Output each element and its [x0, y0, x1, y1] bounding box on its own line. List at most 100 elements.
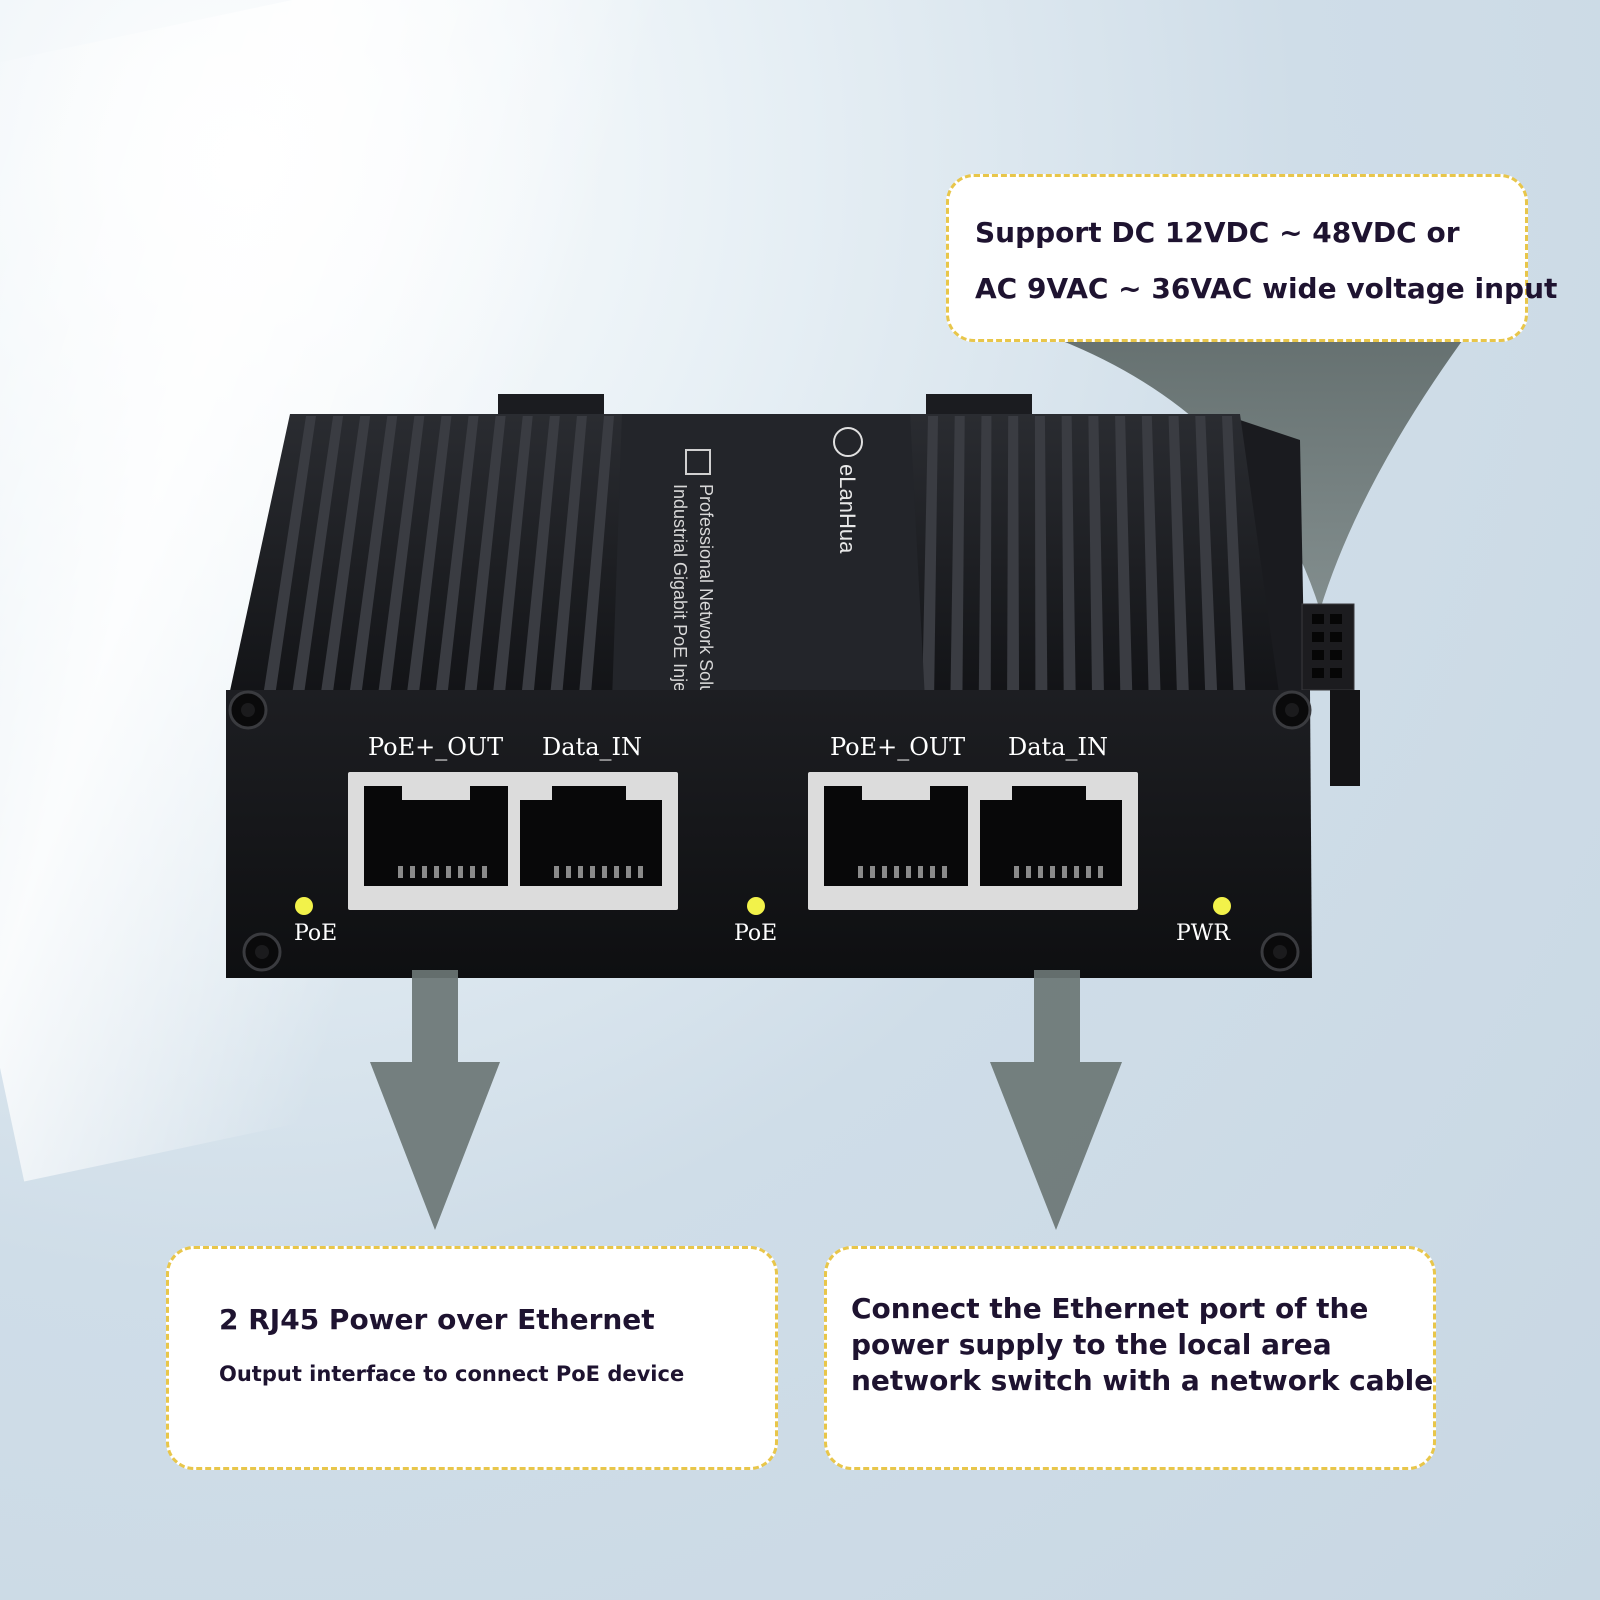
heatsink-fin: [1115, 416, 1133, 698]
heatsink-fin: [406, 416, 452, 698]
heatsink-fin: [1222, 416, 1246, 698]
port-label: Data_IN: [542, 733, 642, 761]
rj45-pin: [942, 866, 947, 878]
heatsink-fin: [377, 416, 425, 698]
heatsink-fin: [978, 416, 992, 698]
device-label-group: Professional Network Solution Industrial…: [670, 449, 716, 724]
brand-group: eLanHua: [833, 427, 863, 554]
poe-callout-subtitle: Output interface to connect PoE device: [219, 1362, 685, 1386]
pwr-led-indicator: [1213, 897, 1231, 915]
led-label: PoE: [294, 921, 337, 946]
rj45-port[interactable]: [980, 786, 1122, 886]
heatsink-fin: [1007, 416, 1020, 698]
rj45-pin: [578, 866, 583, 878]
screw-icon: [1260, 932, 1300, 972]
rj45-pin: [1098, 866, 1103, 878]
heatsink-fin: [922, 416, 938, 698]
lan-callout-line1: Connect the Ethernet port of the: [851, 1292, 1369, 1325]
rj45-pin: [882, 866, 887, 878]
rj45-pin: [554, 866, 559, 878]
rj45-pin: [906, 866, 911, 878]
power-terminal-block: [1301, 603, 1360, 786]
poe-output-callout: 2 RJ45 Power over Ethernet Output interf…: [166, 1246, 778, 1470]
rj45-port-group-left: [348, 772, 678, 910]
device-title-line1: Professional Network Solution: [696, 484, 716, 724]
rj45-pin: [638, 866, 643, 878]
lan-callout-line3: network switch with a network cable: [851, 1364, 1434, 1397]
heatsink-fin: [950, 416, 965, 698]
rj45-pin: [446, 866, 451, 878]
heatsink-fin: [578, 416, 614, 698]
rj45-port[interactable]: [824, 786, 968, 886]
rj45-pin: [870, 866, 875, 878]
power-input-callout: Support DC 12VDC ~ 48VDC or AC 9VAC ~ 36…: [946, 174, 1558, 342]
rj45-pin: [470, 866, 475, 878]
rj45-pin: [918, 866, 923, 878]
rj45-pin: [1014, 866, 1019, 878]
heatsink-fin: [1141, 416, 1161, 698]
heatsink-fin: [348, 416, 398, 698]
heatsink-fin: [291, 416, 344, 698]
rj45-pin: [1050, 866, 1055, 878]
power-callout-line1: Support DC 12VDC ~ 48VDC or: [975, 216, 1460, 249]
rj45-pin: [930, 866, 935, 878]
rj45-pin: [398, 866, 403, 878]
rj45-pin: [894, 866, 899, 878]
screw-icon: [1272, 690, 1312, 730]
poe-led-indicator: [747, 897, 765, 915]
brand-name: eLanHua: [835, 464, 860, 554]
poe-callout-title: 2 RJ45 Power over Ethernet: [219, 1303, 655, 1336]
rj45-port-group-right: [808, 772, 1138, 910]
rj45-port[interactable]: [520, 786, 662, 886]
heatsink-fin: [435, 416, 479, 698]
ethernet-port-icon: [685, 449, 711, 475]
heatsink-fin: [262, 416, 316, 698]
rj45-pin: [626, 866, 631, 878]
port-label: PoE+_OUT: [830, 733, 965, 761]
rj45-pin: [422, 866, 427, 878]
arrow-down-icon: [370, 970, 500, 1230]
heatsink-fin: [549, 416, 587, 698]
rj45-pin: [602, 866, 607, 878]
lan-connect-callout: Connect the Ethernet port of the power s…: [824, 1246, 1436, 1470]
rj45-pin: [614, 866, 619, 878]
screw-icon: [228, 690, 268, 730]
power-callout-line2: AC 9VAC ~ 36VAC wide voltage input: [975, 272, 1558, 305]
device-title-line2: Industrial Gigabit PoE Injector: [670, 484, 690, 722]
heatsink-fins-left: [262, 416, 614, 698]
rj45-pin: [858, 866, 863, 878]
device-top-label-panel: [612, 414, 925, 700]
heatsink-fin: [320, 416, 371, 698]
heatsink-fin: [1168, 416, 1190, 698]
rj45-pin: [482, 866, 487, 878]
heatsink-fin: [521, 416, 560, 698]
port-label: PoE+_OUT: [368, 733, 503, 761]
rj45-port[interactable]: [364, 786, 508, 886]
poe-led-indicator: [295, 897, 313, 915]
rj45-pin: [1074, 866, 1079, 878]
rj45-pins: [398, 866, 1103, 878]
led-label: PoE: [734, 921, 777, 946]
port-label: Data_IN: [1008, 733, 1108, 761]
heatsink-fin: [1195, 416, 1218, 698]
rj45-pin: [1086, 866, 1091, 878]
rj45-pin: [458, 866, 463, 878]
heatsink-fin: [1088, 416, 1105, 698]
heatsink-fins-right: [922, 416, 1246, 698]
arrow-down-icon: [990, 970, 1122, 1230]
rj45-pin: [410, 866, 415, 878]
heatsink-fin: [463, 416, 506, 698]
rj45-pin: [1038, 866, 1043, 878]
rj45-pin: [566, 866, 571, 878]
heatsink-fin: [1061, 416, 1076, 698]
rj45-pin: [434, 866, 439, 878]
rj45-pin: [590, 866, 595, 878]
led-label: PWR: [1176, 921, 1231, 946]
brand-logo-icon: [833, 427, 863, 457]
heatsink-fin: [1034, 416, 1048, 698]
rj45-pin: [1026, 866, 1031, 878]
heatsink-fin: [492, 416, 533, 698]
screw-icon: [242, 932, 282, 972]
rj45-pin: [1062, 866, 1067, 878]
